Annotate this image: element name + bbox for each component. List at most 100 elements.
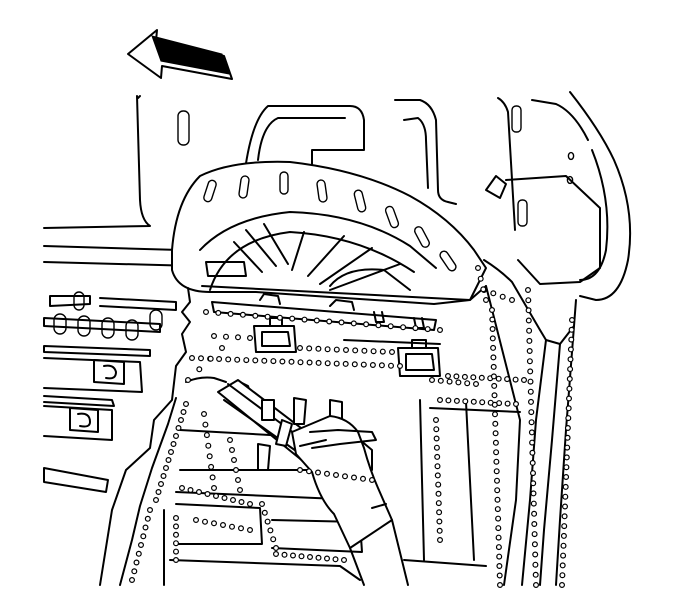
weld-hole bbox=[504, 376, 511, 383]
weld-hole bbox=[473, 381, 480, 388]
weld-hole bbox=[247, 335, 254, 342]
weld-hole bbox=[209, 474, 216, 481]
weld-hole bbox=[213, 493, 220, 500]
weld-hole bbox=[490, 363, 497, 370]
weld-hole bbox=[142, 524, 149, 531]
weld-hole bbox=[400, 324, 407, 331]
weld-hole bbox=[568, 326, 575, 333]
pillar-slot-hole bbox=[511, 105, 522, 133]
weld-hole bbox=[229, 447, 236, 454]
weld-hole bbox=[388, 362, 395, 369]
weld-hole bbox=[297, 345, 304, 352]
direction-arrow-icon bbox=[127, 29, 233, 80]
weld-hole bbox=[493, 458, 500, 465]
weld-hole bbox=[273, 544, 280, 551]
weld-hole bbox=[496, 572, 503, 579]
weld-hole bbox=[437, 536, 444, 543]
weld-hole bbox=[489, 326, 496, 333]
weld-hole bbox=[179, 485, 186, 492]
weld-hole bbox=[526, 358, 533, 365]
weld-hole bbox=[561, 523, 568, 530]
weld-hole bbox=[512, 376, 519, 383]
weld-hole bbox=[216, 356, 223, 363]
weld-hole bbox=[313, 317, 320, 324]
weld-hole bbox=[429, 377, 436, 384]
weld-hole bbox=[239, 311, 246, 318]
weld-hole bbox=[229, 523, 236, 530]
weld-hole bbox=[350, 320, 357, 327]
weld-hole bbox=[289, 315, 296, 322]
weld-hole bbox=[173, 540, 180, 547]
weld-hole bbox=[531, 510, 538, 517]
weld-hole bbox=[352, 347, 359, 354]
weld-hole bbox=[493, 468, 500, 475]
hand-with-tool-icon bbox=[185, 376, 409, 586]
weld-hole bbox=[433, 417, 440, 424]
weld-hole bbox=[307, 553, 314, 560]
weld-hole bbox=[435, 481, 442, 488]
pillar-slot-hole bbox=[517, 199, 528, 227]
weld-hole bbox=[279, 358, 286, 365]
weld-hole bbox=[489, 307, 496, 314]
weld-hole bbox=[560, 532, 567, 539]
weld-hole bbox=[436, 509, 443, 516]
weld-hole bbox=[238, 525, 245, 532]
weld-hole bbox=[490, 354, 497, 361]
weld-hole bbox=[363, 321, 370, 328]
weld-hole bbox=[378, 362, 385, 369]
weld-hole bbox=[338, 319, 345, 326]
weld-hole bbox=[478, 374, 485, 381]
weld-hole bbox=[315, 359, 322, 366]
weld-hole bbox=[351, 361, 358, 368]
weld-hole bbox=[528, 409, 535, 416]
weld-hole bbox=[243, 357, 250, 364]
weld-hole bbox=[201, 411, 208, 418]
weld-hole bbox=[225, 356, 232, 363]
weld-hole bbox=[495, 525, 502, 532]
weld-hole bbox=[333, 472, 340, 479]
weld-hole bbox=[435, 490, 442, 497]
weld-hole bbox=[227, 437, 234, 444]
weld-hole bbox=[560, 542, 567, 549]
weld-hole bbox=[490, 290, 497, 297]
weld-hole bbox=[153, 497, 160, 504]
weld-hole bbox=[433, 426, 440, 433]
weld-hole bbox=[559, 572, 566, 579]
weld-hole bbox=[175, 425, 182, 432]
weld-hole bbox=[527, 398, 534, 405]
weld-hole bbox=[566, 375, 573, 382]
retainer-nut bbox=[253, 317, 297, 353]
weld-hole bbox=[494, 487, 501, 494]
weld-hole bbox=[211, 333, 218, 340]
retainer-nut bbox=[397, 339, 441, 377]
weld-hole bbox=[168, 449, 175, 456]
weld-hole bbox=[306, 468, 313, 475]
weld-hole bbox=[235, 334, 242, 341]
weld-hole bbox=[270, 358, 277, 365]
weld-hole bbox=[532, 581, 539, 588]
weld-hole bbox=[558, 581, 565, 588]
weld-hole bbox=[490, 344, 497, 351]
weld-hole bbox=[333, 360, 340, 367]
weld-hole bbox=[529, 459, 536, 466]
weld-hole bbox=[564, 425, 571, 432]
weld-hole bbox=[235, 477, 242, 484]
weld-hole bbox=[129, 576, 136, 583]
weld-hole bbox=[369, 477, 376, 484]
weld-hole bbox=[532, 571, 539, 578]
weld-hole bbox=[562, 483, 569, 490]
weld-hole bbox=[496, 553, 503, 560]
weld-hole bbox=[204, 491, 211, 498]
weld-hole bbox=[564, 434, 571, 441]
weld-hole bbox=[206, 453, 213, 460]
weld-hole bbox=[207, 355, 214, 362]
weld-hole bbox=[561, 513, 568, 520]
weld-hole bbox=[237, 487, 244, 494]
weld-hole bbox=[247, 526, 254, 533]
weld-hole bbox=[531, 541, 538, 548]
weld-hole bbox=[173, 433, 180, 440]
weld-hole bbox=[489, 335, 496, 342]
weld-hole bbox=[227, 310, 234, 317]
weld-hole bbox=[324, 555, 331, 562]
weld-hole bbox=[529, 470, 536, 477]
